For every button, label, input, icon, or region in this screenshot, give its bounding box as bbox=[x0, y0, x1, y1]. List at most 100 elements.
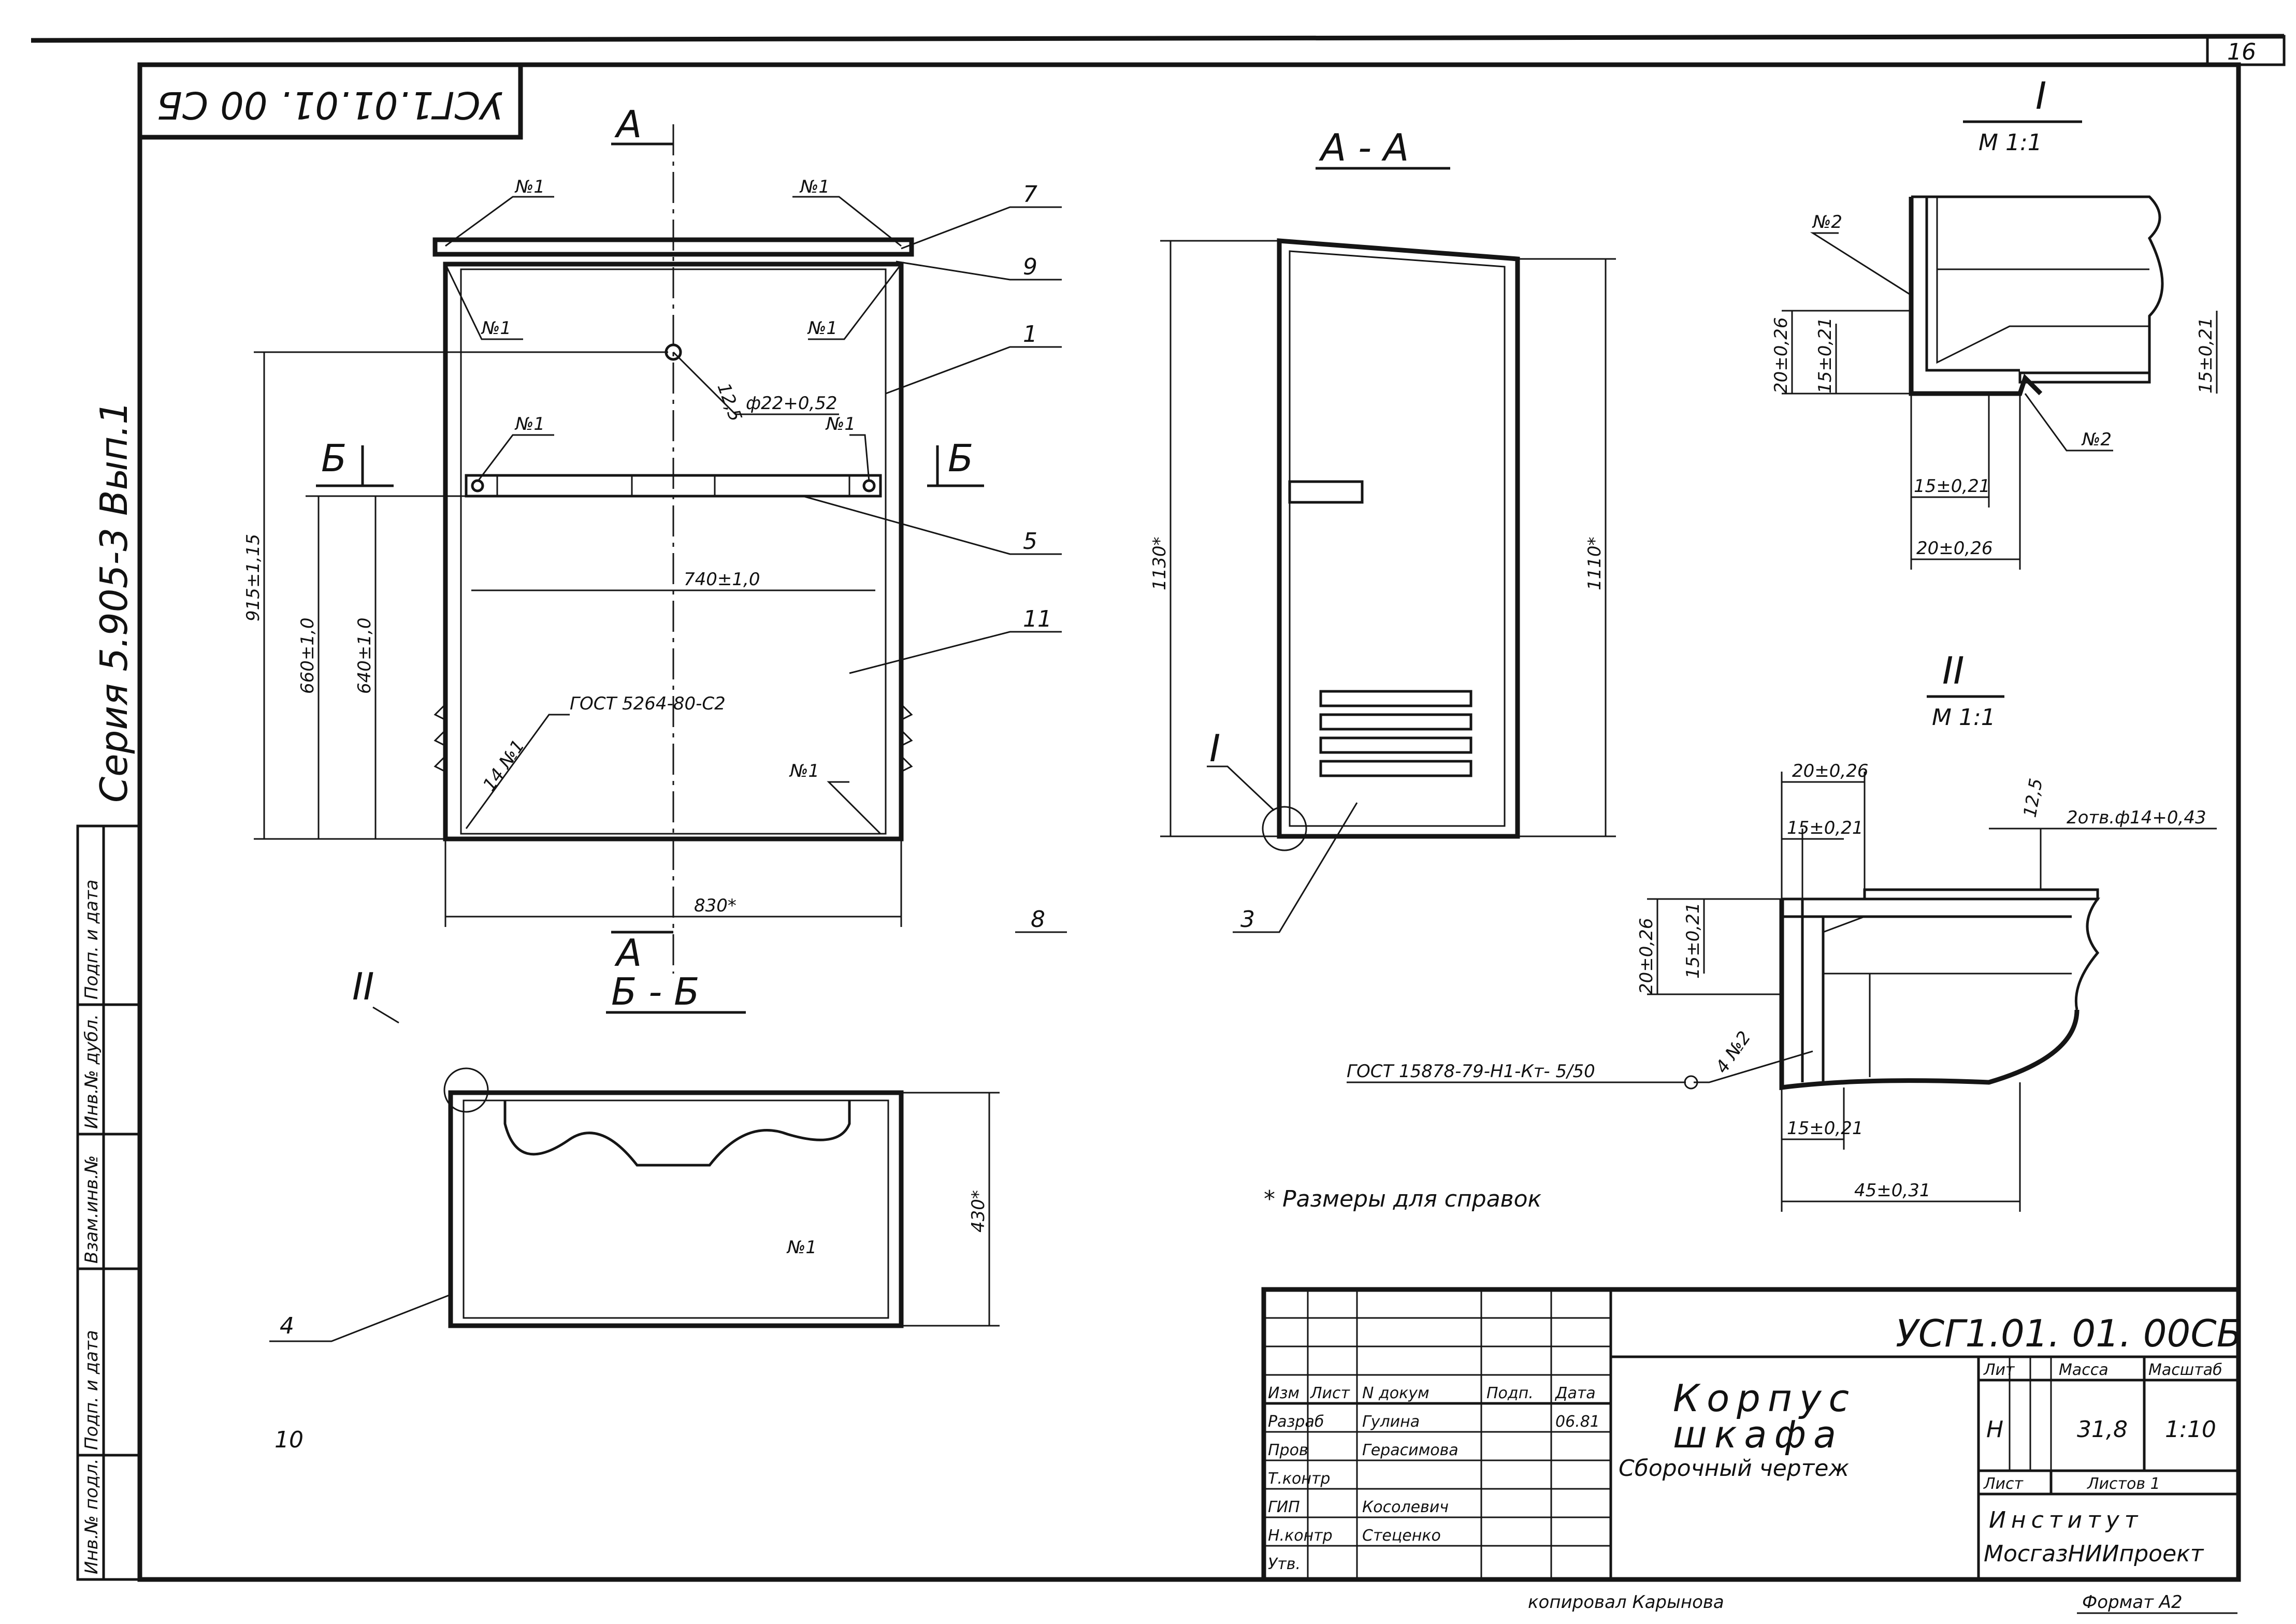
detail2-dim-20-top: 20±0,26 bbox=[1792, 761, 1868, 781]
section-aa-title: А - А bbox=[1319, 126, 1409, 169]
side-stamp-1: Инв.№ подл. bbox=[81, 1458, 102, 1574]
position-3: 3 bbox=[1240, 906, 1255, 933]
dim-height-1130: 1130* bbox=[1149, 536, 1170, 590]
weld-mark-3: №1 bbox=[481, 318, 511, 339]
weld-mark-1: №1 bbox=[514, 177, 545, 197]
position-8: 8 bbox=[1031, 906, 1045, 933]
detail2-dim-12-5: 12,5 bbox=[2019, 777, 2047, 819]
tb-name-1: Корпус bbox=[1673, 1376, 1856, 1420]
detail-1: I М 1:1 №2 №2 20±0,26 15±0,21 15±0,21 15… bbox=[1771, 74, 2218, 570]
tb-header-5: Дата bbox=[1554, 1384, 1596, 1402]
front-view: А А №1 №1 №1 №1 bbox=[243, 103, 1067, 975]
hole-depth: 12,5 bbox=[713, 380, 746, 424]
tb-org-2: МосгазНИИпроект bbox=[1984, 1541, 2204, 1567]
position-5: 5 bbox=[1023, 528, 1037, 555]
dim-inner-width: 740±1,0 bbox=[684, 569, 760, 590]
tb-scale-label: Масштаб bbox=[2148, 1361, 2222, 1379]
tb-doc-type: Сборочный чертеж bbox=[1619, 1455, 1849, 1482]
detail2-holes: 2отв.ф14+0,43 bbox=[2067, 807, 2206, 828]
sheet-format: Формат А2 bbox=[2082, 1592, 2183, 1613]
tb-org-1: Институт bbox=[1989, 1507, 2143, 1533]
tb-role-3: Т.контр bbox=[1268, 1470, 1330, 1488]
section-mark-a-top: А bbox=[614, 103, 642, 146]
section-aa: А - А 1130* 1110* I 3 bbox=[1149, 126, 1616, 933]
weld-mark-7: №1 bbox=[789, 761, 819, 781]
detail-2-title: II bbox=[1942, 649, 1964, 692]
gost-note-weld: ГОСТ 5264-80-С2 bbox=[570, 693, 726, 714]
side-stamp-2: Подп. и дата bbox=[81, 1330, 102, 1450]
weld-mark-4: №1 bbox=[807, 318, 837, 339]
position-11: 11 bbox=[1023, 606, 1052, 632]
tb-header-2: Лист bbox=[1310, 1384, 1351, 1402]
position-4: 4 bbox=[280, 1313, 294, 1339]
side-stamp: Инв.№ подл. Подп. и дата Взам.инв.№ Инв.… bbox=[76, 824, 141, 1581]
section-bb-weld: №1 bbox=[786, 1237, 817, 1258]
detail-1-scale: М 1:1 bbox=[1979, 129, 2042, 156]
detail2-dim-20-left: 20±0,26 bbox=[1636, 918, 1657, 994]
page-number: 16 bbox=[2227, 39, 2256, 65]
position-1: 1 bbox=[1023, 321, 1037, 347]
detail2-gost-note: ГОСТ 15878-79-Н1-Кт- 5/50 bbox=[1347, 1061, 1595, 1082]
tb-role-4: ГИП bbox=[1268, 1498, 1300, 1516]
weld-mark-8: 14 №1 bbox=[479, 736, 529, 795]
cut-mark-b-left: Б bbox=[321, 437, 346, 480]
tb-header-4: Подп. bbox=[1486, 1384, 1534, 1402]
copied-by: копировал Карынова bbox=[1528, 1592, 1724, 1613]
tb-name-dev: Гулина bbox=[1362, 1413, 1420, 1431]
side-stamp-3: Взам.инв.№ bbox=[81, 1155, 102, 1264]
dim-depth-430: 430* bbox=[968, 1190, 989, 1232]
tb-role-2: Пров bbox=[1268, 1441, 1308, 1459]
tb-header-1: Изм bbox=[1268, 1384, 1299, 1402]
weld-leaders bbox=[444, 196, 902, 835]
weld-mark-6: №1 bbox=[825, 414, 856, 434]
section-bb: Б - Б II 430* №1 4 10 bbox=[269, 965, 1000, 1453]
series-label: Серия 5.905-3 Вып.1 bbox=[92, 401, 136, 803]
detail-2-scale: М 1:1 bbox=[1932, 704, 1996, 731]
detail2-dim-15-bottom: 15±0,21 bbox=[1787, 1118, 1863, 1139]
section-mark-a-bottom: А bbox=[614, 931, 642, 975]
tb-role-5: Н.контр bbox=[1268, 1527, 1333, 1545]
tb-role-6: Утв. bbox=[1268, 1555, 1301, 1573]
inverted-code-box: УСГ1.01.01. 00 СБ bbox=[137, 62, 523, 140]
tb-lit-value: Н bbox=[1986, 1416, 2003, 1443]
dim-width-total: 830* bbox=[694, 895, 737, 916]
tb-role-1: Разраб bbox=[1268, 1413, 1324, 1431]
title-block: УСГ1.01. 01. 00СБ Корпус шкафа Сборочный… bbox=[1261, 1287, 2242, 1582]
tb-sheets-label: Листов 1 bbox=[2087, 1475, 2160, 1493]
dim-height-1110: 1110* bbox=[1584, 536, 1605, 590]
detail1-dim-15-right: 15±0,21 bbox=[2196, 317, 2216, 394]
tb-mass-label: Масса bbox=[2059, 1361, 2109, 1379]
dim-height-640: 640±1,0 bbox=[354, 618, 375, 694]
section-bb-title: Б - Б bbox=[611, 970, 700, 1013]
detail2-dim-45: 45±0,31 bbox=[1854, 1180, 1930, 1201]
detail-mark-2: II bbox=[352, 965, 374, 1008]
position-7: 7 bbox=[1023, 181, 1037, 208]
weld-mark-detail1-top: №2 bbox=[1812, 212, 1842, 233]
detail-mark-1: I bbox=[1209, 727, 1220, 770]
louvres bbox=[1319, 690, 1472, 777]
detail1-dim-20-left: 20±0,26 bbox=[1771, 317, 1792, 394]
tb-mass-value: 31,8 bbox=[2077, 1416, 2128, 1443]
tb-sheet-label: Лист bbox=[1983, 1475, 2024, 1493]
tb-scale-value: 1:10 bbox=[2165, 1416, 2216, 1443]
detail1-dim-15-left: 15±0,21 bbox=[1815, 317, 1836, 394]
side-stamp-5: Подп. и дата bbox=[81, 879, 102, 999]
dim-height-915: 915±1,15 bbox=[243, 534, 264, 621]
weld-mark-2: №1 bbox=[799, 177, 830, 197]
tb-name-2: шкафа bbox=[1673, 1413, 1843, 1456]
side-stamp-4: Инв.№ дубл. bbox=[81, 1014, 102, 1129]
detail2-dim-15-left: 15±0,21 bbox=[1683, 903, 1703, 979]
tb-code: УСГ1.01. 01. 00СБ bbox=[1896, 1312, 2242, 1355]
cut-mark-b-right: Б bbox=[948, 437, 973, 480]
sheet-frame: 16 bbox=[31, 34, 2286, 1582]
tb-date-1: 06.81 bbox=[1555, 1413, 1600, 1431]
tb-name-ncontr: Стеценко bbox=[1362, 1527, 1441, 1545]
detail-2: II М 1:1 20±0,26 15±0,21 20±0,26 15±0,21… bbox=[1347, 649, 2217, 1212]
tb-name-gip: Косолевич bbox=[1362, 1498, 1449, 1516]
hole-size: ф22+0,52 bbox=[746, 393, 837, 414]
tb-lit-label: Лит bbox=[1983, 1361, 2015, 1379]
weld-mark-5: №1 bbox=[514, 414, 545, 434]
weld-mark-detail1-bottom: №2 bbox=[2081, 429, 2112, 450]
reference-note: * Размеры для справок bbox=[1264, 1186, 1542, 1212]
